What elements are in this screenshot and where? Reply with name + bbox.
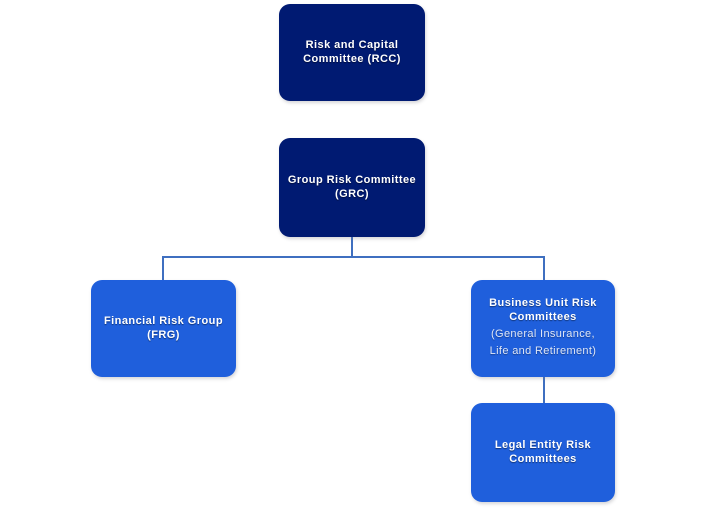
- node-rcc-title: Risk and Capital Committee (RCC): [303, 39, 401, 65]
- node-business-unit-risk-committees[interactable]: Business Unit Risk Committees (General I…: [471, 280, 615, 377]
- node-frg-title: Financial Risk Group (FRG): [103, 315, 224, 341]
- node-legal-entity-risk-committees[interactable]: Legal Entity Risk Committees: [471, 403, 615, 502]
- node-lerc-title: Legal Entity Risk Committees: [494, 439, 592, 465]
- connector-business-unit-to-legal-entity: [543, 377, 545, 404]
- connector-horizontal-bus: [162, 256, 545, 258]
- node-group-risk-committee[interactable]: Group Risk Committee (GRC): [279, 138, 425, 237]
- connector-drop-to-business-unit: [543, 256, 545, 281]
- node-risk-and-capital-committee[interactable]: Risk and Capital Committee (RCC): [279, 4, 425, 101]
- connector-grc-stem: [351, 236, 353, 257]
- connector-drop-to-frg: [162, 256, 164, 281]
- node-grc-title: Group Risk Committee (GRC): [287, 174, 417, 200]
- node-burc-title: Business Unit Risk Committees: [489, 297, 597, 323]
- node-financial-risk-group[interactable]: Financial Risk Group (FRG): [91, 280, 236, 377]
- node-burc-subtitle: (General Insurance, Life and Retirement): [489, 328, 597, 357]
